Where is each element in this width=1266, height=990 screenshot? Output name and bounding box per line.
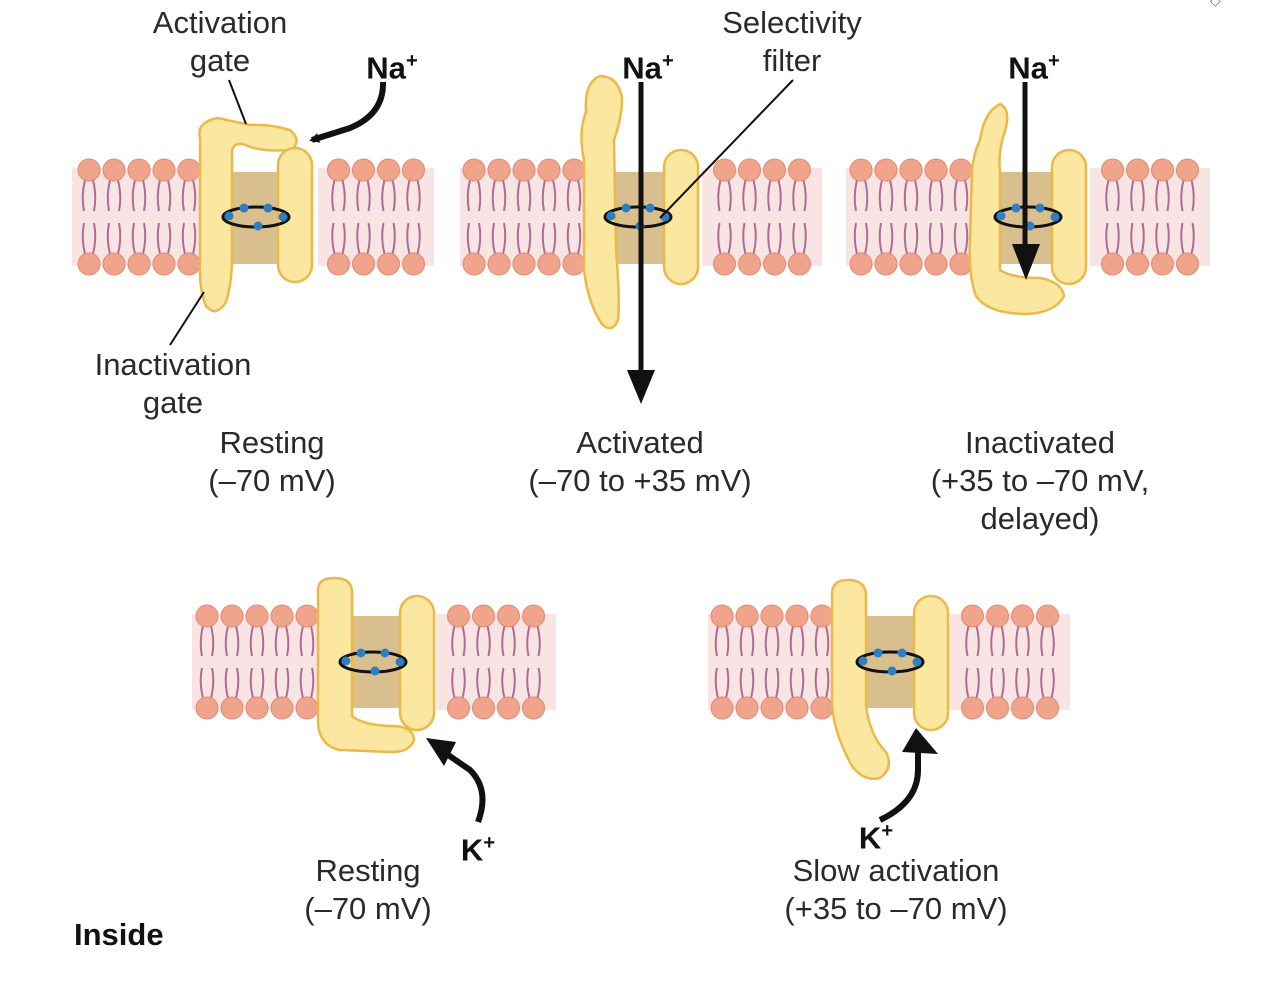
na-label-activated: Na+: [622, 50, 674, 86]
k-slow-state-name: Slow activation: [792, 853, 1000, 888]
na-resting-voltage: (–70 mV): [208, 463, 336, 498]
inactivation-gate-label-line1: Inactivation: [94, 347, 252, 382]
na-activated-membrane-right: [702, 158, 822, 276]
na-inactivated-membrane-left: [846, 158, 976, 276]
na-inactivated-membrane-right: [1090, 158, 1210, 276]
activation-gate-label-line2: gate: [189, 43, 251, 78]
na-inactivated-voltage: (+35 to –70 mV,: [930, 463, 1150, 498]
k-label-resting: K+: [460, 832, 496, 868]
na-channel-resting: [169, 79, 387, 346]
na-resting-membrane-right: [318, 158, 434, 276]
k-resting-voltage: (–70 mV): [304, 891, 432, 926]
k-resting-membrane-left: [192, 604, 322, 720]
selectivity-filter-leader: [659, 79, 794, 219]
k-slow-arrow: [878, 748, 921, 823]
activation-gate-leader: [228, 79, 247, 125]
k-channel-resting: [316, 576, 486, 824]
k-resting-state-name: Resting: [315, 853, 421, 888]
na-activated-membrane-left: [460, 158, 588, 276]
na-resting-membrane-left: [72, 158, 206, 276]
na-inactivated-voltage-line2: delayed): [980, 501, 1100, 536]
k-channel-slow-activation: [830, 578, 950, 823]
na-inactivated-state-name: Inactivated: [965, 425, 1115, 460]
na-activated-state-name: Activated: [576, 425, 704, 460]
selectivity-filter-label-line1: Selectivity: [722, 5, 862, 40]
na-resting-state-name: Resting: [219, 425, 325, 460]
na-label-resting: Na+: [366, 50, 418, 86]
activation-gate-label-line1: Activation: [152, 5, 288, 40]
inactivation-gate-label-line2: gate: [142, 385, 204, 420]
k-slow-membrane-left: [708, 604, 836, 720]
k-slow-membrane-right: [950, 604, 1070, 720]
selectivity-filter: [221, 203, 291, 231]
selectivity-filter-label-line2: filter: [762, 43, 822, 78]
inside-label: Inside: [74, 917, 164, 952]
inactivation-gate-leader: [169, 291, 205, 346]
k-label-slow: K+: [858, 820, 894, 856]
corner-mark: ◇: [1210, 0, 1221, 9]
na-activated-voltage: (–70 to +35 mV): [528, 463, 752, 498]
k-resting-membrane-right: [436, 604, 556, 720]
k-resting-arrow: [436, 745, 486, 824]
na-label-inactivated: Na+: [1008, 50, 1060, 86]
na-channel-activated: [580, 74, 794, 404]
na-channel-inactivated: [968, 82, 1088, 316]
na-influx-arrow: [309, 81, 387, 143]
k-slow-voltage: (+35 to –70 mV): [784, 891, 1008, 926]
